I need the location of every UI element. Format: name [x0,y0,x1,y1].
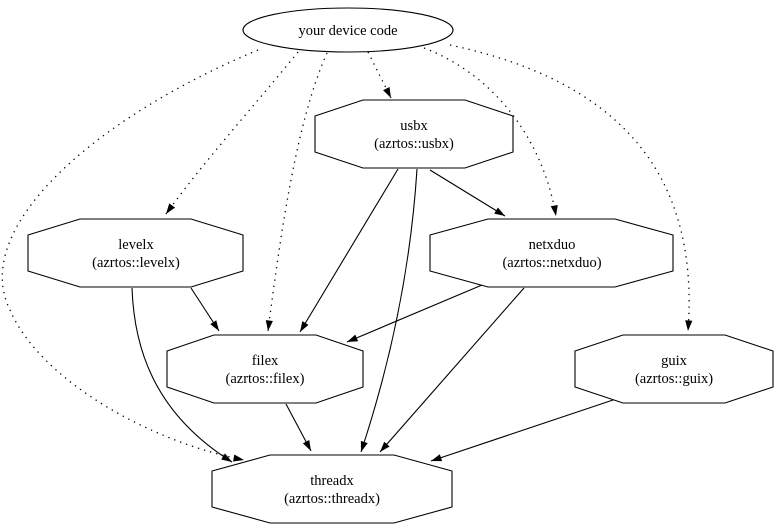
usbx-sublabel: (azrtos::usbx) [374,136,454,152]
netxduo-sublabel: (azrtos::netxduo) [502,255,601,271]
edge-usbx-to-threadx [360,168,418,453]
guix-label: guix [661,353,688,369]
usbx-octagon [314,99,514,169]
node-levelx: levelx (azrtos::levelx) [27,218,244,288]
levelx-sublabel: (azrtos::levelx) [92,255,180,271]
edge-usbx-to-netxduo [429,169,506,217]
netxduo-label: netxduo [529,237,576,253]
edge-netxduo-to-filex [346,284,483,343]
edge-netxduo-to-threadx [379,287,525,453]
levelx-label: levelx [118,237,154,253]
edge-filex-to-threadx [285,403,312,452]
usbx-label: usbx [400,118,428,134]
device-label: your device code [298,23,397,39]
node-usbx: usbx (azrtos::usbx) [314,99,514,169]
edge-levelx-to-threadx [131,287,233,463]
filex-octagon [166,334,364,404]
threadx-label: threadx [310,473,354,489]
edge-device-to-filex [265,52,328,332]
edge-device-to-usbx [367,51,392,99]
edge-levelx-to-filex [190,287,220,332]
guix-sublabel: (azrtos::guix) [635,371,713,387]
threadx-octagon [211,454,453,524]
node-filex: filex (azrtos::filex) [166,334,364,404]
device-ellipse [242,7,454,53]
edge-device-to-levelx [165,51,299,215]
levelx-octagon [27,218,244,288]
edge-device-to-threadx [1,49,259,462]
edge-guix-to-threadx [430,398,617,462]
node-threadx: threadx (azrtos::threadx) [211,454,453,524]
node-netxduo: netxduo (azrtos::netxduo) [429,218,674,288]
edge-usbx-to-filex [299,168,399,333]
filex-label: filex [252,353,279,369]
edge-device-to-guix [449,44,693,332]
netxduo-octagon [429,218,674,288]
filex-sublabel: (azrtos::filex) [226,371,305,387]
threadx-sublabel: (azrtos::threadx) [284,491,380,507]
guix-octagon [574,334,774,404]
node-guix: guix (azrtos::guix) [574,334,774,404]
node-device: your device code [242,7,454,53]
